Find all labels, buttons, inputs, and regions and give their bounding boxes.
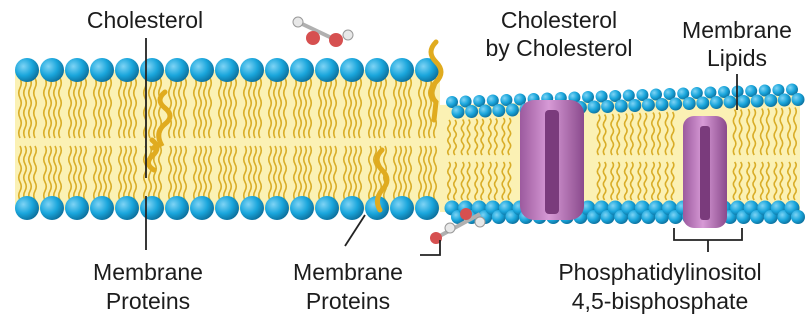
lipid-head (792, 93, 805, 106)
lipid-head (215, 196, 239, 220)
lipid-head (165, 58, 189, 82)
lipid-head (588, 101, 601, 114)
lipid-head (452, 106, 465, 119)
lipid-head (15, 196, 39, 220)
lipid-head (465, 105, 478, 118)
lipid-head (65, 58, 89, 82)
lipid-head (40, 58, 64, 82)
lipid-head (724, 96, 737, 109)
label-cholesterol: Cholesterol (87, 7, 203, 33)
lipid-head (390, 196, 414, 220)
lipid-head (479, 105, 492, 118)
lipid-head (764, 94, 777, 107)
lipid-head (696, 97, 709, 110)
lipid-head (751, 95, 764, 108)
lipid-head (40, 196, 64, 220)
lipid-head (601, 100, 614, 113)
lipid-head (415, 196, 439, 220)
lipid-head (710, 96, 723, 109)
label-membrane-proteins-middle-line2: Proteins (306, 288, 390, 314)
lipid-head (315, 196, 339, 220)
label-cholesterol-by-cholesterol-line1: Cholesterol (501, 7, 617, 33)
lipid-head (90, 196, 114, 220)
label-membrane-proteins-left-line1: Membrane (93, 259, 203, 285)
lipid-head (791, 210, 805, 224)
lipid-head (115, 58, 139, 82)
lipid-head (15, 58, 39, 82)
lipid-head (778, 94, 791, 107)
label-phosphatidylinositol-line1: Phosphatidylinositol (558, 259, 761, 285)
lipid-head (315, 58, 339, 82)
lipid-head (265, 58, 289, 82)
lipid-head (140, 196, 164, 220)
lipid-head (683, 97, 696, 110)
lipid-head (365, 58, 389, 82)
lipid-head (390, 58, 414, 82)
lipid-head (615, 100, 628, 113)
lipid-head (340, 58, 364, 82)
lipid-head (240, 58, 264, 82)
lipid-head (90, 58, 114, 82)
lipid-head (190, 58, 214, 82)
lipid-head (340, 196, 364, 220)
label-membrane-proteins-middle-line1: Membrane (293, 259, 403, 285)
transmembrane-protein-large (520, 100, 584, 220)
label-cholesterol-by-cholesterol-line2: by Cholesterol (485, 35, 632, 61)
membrane-proteins-middle-leader (345, 215, 365, 246)
lipid-head (65, 196, 89, 220)
lipid-head (492, 104, 505, 117)
label-membrane-proteins-left-line2: Proteins (106, 288, 190, 314)
lipid-head (628, 99, 641, 112)
lipid-head (240, 196, 264, 220)
lipid-head (506, 104, 519, 117)
lipid-head (215, 58, 239, 82)
lipid-head (115, 196, 139, 220)
lipid-head (265, 196, 289, 220)
lipid-head (669, 98, 682, 111)
lipid-head (165, 196, 189, 220)
protein-channel (545, 110, 559, 214)
lipid-head (290, 58, 314, 82)
label-membrane-lipids-line2: Lipids (707, 45, 767, 71)
lipid-head (190, 196, 214, 220)
label-phosphatidylinositol-line2: 4,5-bisphosphate (572, 288, 748, 314)
lipid-head (642, 99, 655, 112)
transmembrane-protein-small (683, 116, 727, 228)
lipid-head (656, 98, 669, 111)
lipid-head (140, 58, 164, 82)
lipid-head (290, 196, 314, 220)
protein-channel (700, 126, 710, 220)
label-membrane-lipids-line1: Membrane (682, 17, 792, 43)
phosphatidylinositol-bracket (674, 228, 742, 252)
floating-molecule-top (293, 17, 353, 47)
lipid-head (737, 95, 750, 108)
